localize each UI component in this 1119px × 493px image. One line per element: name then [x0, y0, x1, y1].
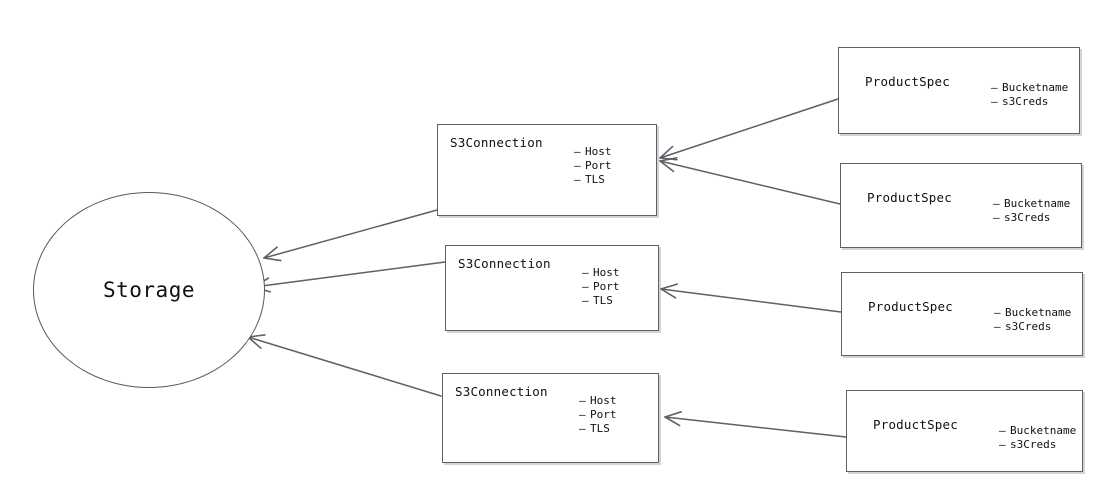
attribute-dash-icon: –	[574, 159, 581, 172]
s3-connection-node-attribute: –TLS	[582, 294, 620, 308]
s3conn-3-to-storage-arrowhead-barb-2	[247, 336, 262, 349]
productspec-1-to-s3conn-1-arrowhead-barb-1	[659, 145, 674, 159]
productspec-1-to-s3conn-1	[659, 98, 839, 161]
attribute-dash-icon: –	[991, 81, 998, 94]
s3conn-1-to-storage-shaft	[263, 209, 438, 259]
attribute-label: Host	[585, 145, 612, 158]
product-spec-node-attribute: –Bucketname	[993, 197, 1070, 211]
product-spec-node-attribute: –Bucketname	[994, 306, 1071, 320]
attribute-dash-icon: –	[582, 280, 589, 293]
productspec-4-to-s3conn-3-arrowhead-barb-1	[664, 411, 682, 418]
attribute-label: s3Creds	[1005, 320, 1052, 333]
attribute-dash-icon: –	[579, 408, 586, 421]
product-spec-node-attribute: –s3Creds	[991, 95, 1068, 109]
s3conn-1-to-storage-arrowhead-barb-1	[263, 246, 278, 259]
attribute-dash-icon: –	[999, 424, 1006, 437]
s3conn-3-to-storage-shaft	[247, 336, 442, 397]
attribute-label: Bucketname	[1004, 197, 1071, 210]
product-spec-node-attribute-list: –Bucketname–s3Creds	[999, 424, 1076, 452]
attribute-dash-icon: –	[993, 197, 1000, 210]
s3-connection-node-attribute: –Host	[582, 266, 620, 280]
attribute-label: Host	[590, 394, 617, 407]
storage-label: Storage	[102, 278, 195, 302]
productspec-4-to-s3conn-3-shaft	[664, 416, 847, 438]
attribute-dash-icon: –	[574, 173, 581, 186]
s3-connection-node-2[interactable]: S3Connection–Host–Port–TLS	[445, 245, 659, 331]
productspec-1-to-s3conn-1-arrowhead-barb-2	[659, 157, 678, 161]
attribute-dash-icon: –	[999, 438, 1006, 451]
s3-connection-node-attribute-list: –Host–Port–TLS	[582, 266, 620, 308]
product-spec-node-attribute: –Bucketname	[991, 81, 1068, 95]
product-spec-node-attribute-list: –Bucketname–s3Creds	[991, 81, 1068, 109]
attribute-label: Bucketname	[1002, 81, 1069, 94]
s3-connection-node-1[interactable]: S3Connection–Host–Port–TLS	[437, 124, 657, 216]
productspec-3-to-s3conn-2-shaft	[660, 288, 842, 313]
s3-connection-node-3[interactable]: S3Connection–Host–Port–TLS	[442, 373, 659, 463]
product-spec-node-2[interactable]: ProductSpec –Bucketname–s3Creds	[840, 163, 1082, 248]
attribute-label: TLS	[593, 294, 613, 307]
s3-connection-node-attribute-list: –Host–Port–TLS	[574, 145, 612, 187]
attribute-dash-icon: –	[579, 394, 586, 407]
attribute-label: Bucketname	[1005, 306, 1072, 319]
productspec-3-to-s3conn-2-arrowhead-barb-2	[660, 288, 677, 299]
product-spec-node-title: ProductSpec	[868, 299, 953, 314]
s3-connection-node-title: S3Connection	[458, 256, 551, 271]
product-spec-node-3[interactable]: ProductSpec –Bucketname–s3Creds	[841, 272, 1083, 356]
s3-connection-node-attribute-list: –Host–Port–TLS	[579, 394, 617, 436]
product-spec-node-attribute-list: –Bucketname–s3Creds	[994, 306, 1071, 334]
attribute-label: Port	[590, 408, 617, 421]
attribute-label: s3Creds	[1010, 438, 1057, 451]
product-spec-node-attribute: –s3Creds	[999, 438, 1076, 452]
product-spec-node-1[interactable]: ProductSpec –Bucketname–s3Creds	[838, 47, 1080, 134]
attribute-dash-icon: –	[994, 320, 1001, 333]
productspec-3-to-s3conn-2-arrowhead-barb-1	[660, 283, 679, 290]
attribute-label: Port	[585, 159, 612, 172]
s3-connection-node-attribute: –Port	[574, 159, 612, 173]
s3-connection-node-attribute: –Host	[574, 145, 612, 159]
s3-connection-node-attribute: –TLS	[574, 173, 612, 187]
attribute-label: TLS	[585, 173, 605, 186]
s3-connection-node-title: S3Connection	[455, 384, 548, 399]
attribute-dash-icon: –	[574, 145, 581, 158]
s3conn-3-to-storage	[247, 334, 442, 397]
product-spec-node-attribute-list: –Bucketname–s3Creds	[993, 197, 1070, 225]
attribute-dash-icon: –	[579, 422, 586, 435]
s3-connection-node-title: S3Connection	[450, 135, 543, 150]
product-spec-node-4[interactable]: ProductSpec –Bucketname–s3Creds	[846, 390, 1083, 472]
s3-connection-node-attribute: –Port	[582, 280, 620, 294]
product-spec-node-title: ProductSpec	[873, 417, 958, 432]
attribute-label: Port	[593, 280, 620, 293]
product-spec-node-title: ProductSpec	[867, 190, 952, 205]
attribute-dash-icon: –	[582, 294, 589, 307]
s3-connection-node-attribute: –Host	[579, 394, 617, 408]
s3conn-2-to-storage-shaft	[253, 261, 446, 288]
product-spec-node-attribute: –s3Creds	[994, 320, 1071, 334]
productspec-3-to-s3conn-2	[660, 283, 842, 313]
attribute-label: Host	[593, 266, 620, 279]
attribute-label: TLS	[590, 422, 610, 435]
s3-connection-node-attribute: –TLS	[579, 422, 617, 436]
attribute-dash-icon: –	[994, 306, 1001, 319]
product-spec-node-attribute: –Bucketname	[999, 424, 1076, 438]
attribute-dash-icon: –	[993, 211, 1000, 224]
productspec-2-to-s3conn-1-shaft	[659, 160, 841, 205]
product-spec-node-title: ProductSpec	[865, 74, 950, 89]
attribute-label: s3Creds	[1004, 211, 1051, 224]
s3conn-2-to-storage	[253, 261, 446, 293]
product-spec-node-attribute: –s3Creds	[993, 211, 1070, 225]
productspec-4-to-s3conn-3	[664, 411, 847, 438]
s3conn-1-to-storage	[263, 209, 438, 262]
productspec-2-to-s3conn-1-arrowhead-barb-1	[659, 157, 678, 162]
s3-connection-node-attribute: –Port	[579, 408, 617, 422]
attribute-label: Bucketname	[1010, 424, 1077, 437]
attribute-dash-icon: –	[991, 95, 998, 108]
productspec-1-to-s3conn-1-shaft	[659, 98, 839, 159]
storage-node[interactable]: Storage	[33, 192, 265, 388]
attribute-label: s3Creds	[1002, 95, 1049, 108]
productspec-2-to-s3conn-1-arrowhead-barb-2	[659, 160, 675, 173]
productspec-2-to-s3conn-1	[659, 157, 841, 205]
productspec-4-to-s3conn-3-arrowhead-barb-2	[664, 416, 681, 427]
attribute-dash-icon: –	[582, 266, 589, 279]
s3conn-1-to-storage-arrowhead-barb-2	[263, 257, 282, 262]
